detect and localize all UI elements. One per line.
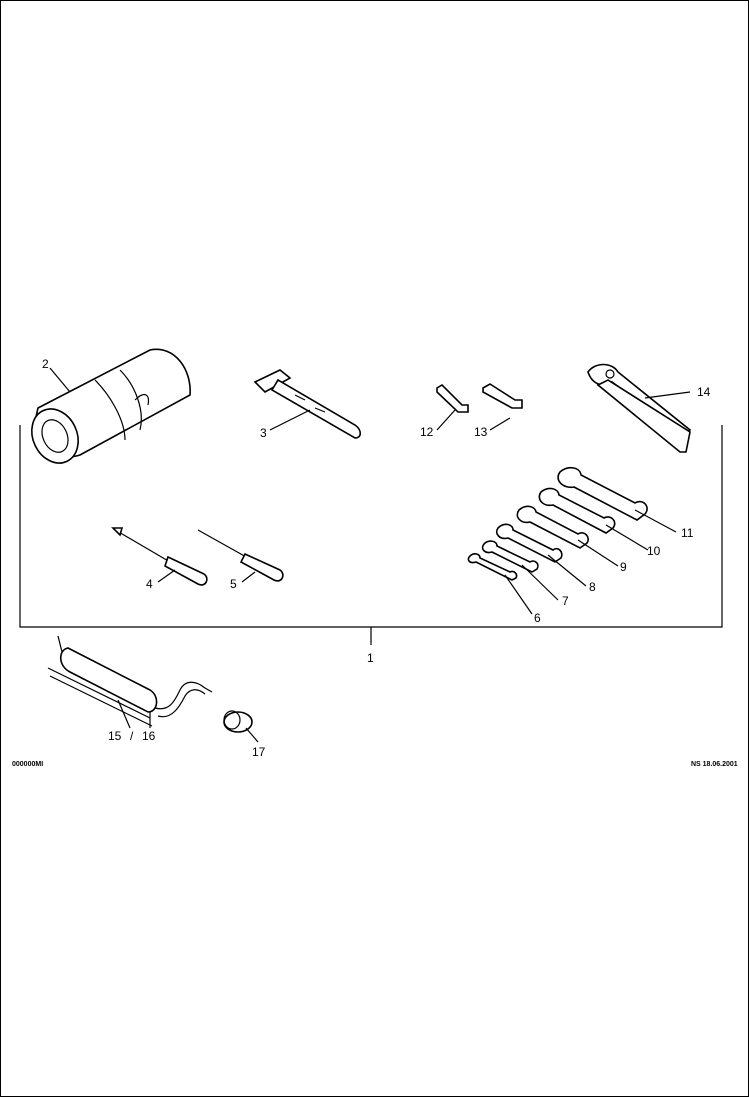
wrench-7 [481,540,539,573]
revision-stamp: NS 18.06.2001 [691,761,738,768]
callout-7: 7 [562,594,569,608]
callout-15: 15 [108,729,122,743]
screwdriver-flat [111,527,208,586]
wrench-11 [557,466,648,521]
grease-gun [47,635,213,727]
wrench-6 [467,553,518,581]
grease-cap [223,710,253,733]
hammer [253,369,362,439]
callout-5: 5 [230,577,237,591]
callout-9: 9 [620,560,627,574]
wrench-9 [516,505,589,549]
callout-11: 11 [681,526,694,540]
callout-4: 4 [146,577,153,591]
callout-6: 6 [534,611,541,625]
callout-12: 12 [420,425,434,439]
screwdriver-pointed [197,529,284,582]
callout-2: 2 [42,357,49,371]
callout-8: 8 [589,580,596,594]
hex-keys [436,383,523,413]
callout-separator: / [130,729,134,743]
wrench-8 [495,523,563,563]
callout-1: 1 [367,651,374,665]
drawing-code: 000000MI [12,761,43,768]
callout-10: 10 [647,544,661,558]
kit-bracket [19,425,723,645]
callout-labels: 1 2 3 4 5 6 7 8 9 10 11 12 13 14 15 / 16… [42,357,711,759]
tool-roll [31,348,191,464]
callout-14: 14 [697,385,711,399]
callout-13: 13 [474,425,488,439]
callout-17: 17 [252,745,266,759]
callout-16: 16 [142,729,156,743]
wrench-10 [538,487,616,534]
leader-lines [49,367,691,743]
callout-3: 3 [260,426,267,440]
wrench-set [467,466,648,581]
pliers [587,363,692,453]
